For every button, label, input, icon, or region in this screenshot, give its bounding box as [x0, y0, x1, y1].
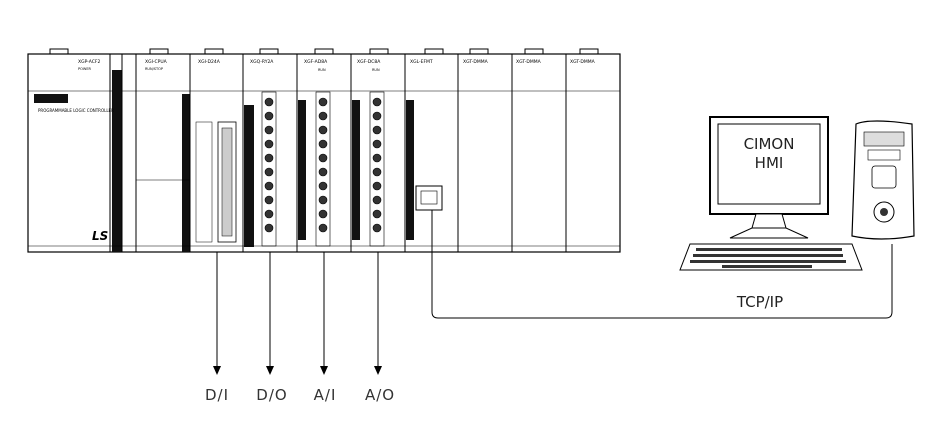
module-label: XGT-DMMA: [516, 59, 542, 65]
module-sublabel: POWER: [78, 67, 92, 71]
network-cable: [431, 210, 893, 319]
ethernet-port-icon: [415, 185, 443, 211]
network-label: TCP/IP: [736, 293, 783, 311]
module-sublabel: RUN: [318, 68, 326, 72]
module-label: XGI-CPUA: [145, 59, 168, 65]
module-label: XGI-D24A: [198, 59, 221, 65]
hmi-text-1: CIMON: [744, 135, 795, 153]
module-label: XGT-DMMA: [463, 59, 489, 65]
module-label: XGQ-RY2A: [250, 59, 274, 65]
signal-label-ai: A/I: [314, 386, 337, 404]
signal-label-di: D/I: [205, 386, 229, 404]
module-label: XGP-ACF2: [78, 59, 100, 65]
keyboard-icon: [679, 243, 863, 271]
module-label: XGT-DMMA: [570, 59, 596, 65]
plc-rack: PROGRAMMABLE LOGIC CONTROLLER LS XGP-ACF…: [27, 48, 621, 253]
hmi-monitor: CIMON HMI: [709, 116, 829, 239]
terminal-block-relay: [261, 91, 306, 247]
brand-logo: LS: [92, 229, 108, 243]
power-module: PROGRAMMABLE LOGIC CONTROLLER LS: [34, 54, 123, 252]
signal-labels: D/I D/O A/I A/O: [205, 386, 395, 404]
terminal-block-ao: [369, 91, 414, 247]
hmi-text-2: HMI: [755, 154, 784, 172]
signal-arrows: [213, 366, 382, 375]
module-label: XGL-EFMT: [410, 59, 433, 65]
cpu-module: [135, 54, 191, 252]
power-caption: PROGRAMMABLE LOGIC CONTROLLER: [38, 108, 114, 113]
module-labels: XGP-ACF2 POWER XGI-CPUA RUN/STOP XGI-D24…: [78, 59, 596, 72]
module-label: XGF-DC8A: [357, 59, 381, 65]
signal-label-do: D/O: [256, 386, 287, 404]
pc-tower-icon: [851, 120, 915, 240]
module-sublabel: RUN/STOP: [145, 67, 163, 71]
signal-label-ao: A/O: [365, 386, 395, 404]
input-module-connector: [195, 105, 254, 247]
module-sublabel: RUN: [372, 68, 380, 72]
signal-lines: [216, 252, 379, 372]
module-label: XGF-AD8A: [304, 59, 328, 65]
